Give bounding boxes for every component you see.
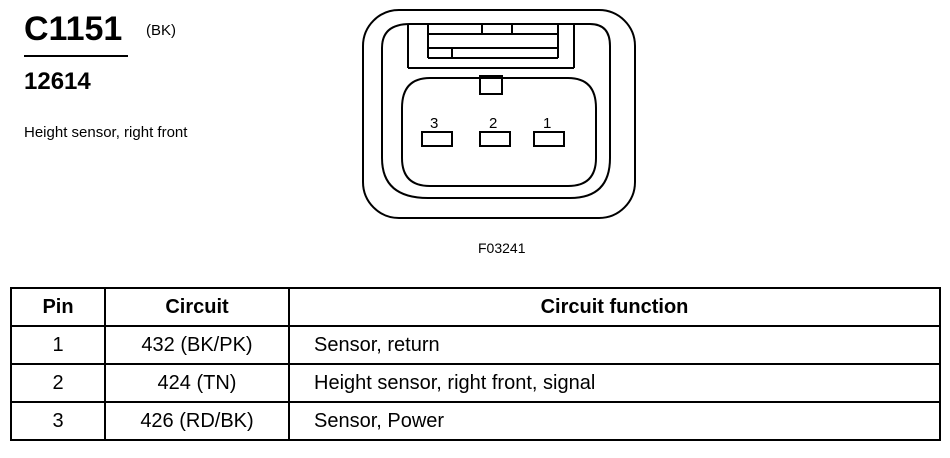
connector-color: (BK) [146, 22, 176, 39]
connector-id-underline [24, 55, 128, 57]
pin-2-terminal [479, 131, 511, 147]
cell-function: Sensor, return [288, 325, 941, 365]
connector-id: C1151 [24, 10, 123, 48]
connector-latch [407, 24, 575, 95]
cell-pin: 2 [10, 363, 106, 403]
table-row: 3 426 (RD/BK) Sensor, Power [10, 401, 941, 441]
cell-function: Height sensor, right front, signal [288, 363, 941, 403]
header-pin: Pin [10, 287, 106, 327]
cell-circuit: 424 (TN) [104, 363, 290, 403]
cell-function: Sensor, Power [288, 401, 941, 441]
pinout-table: Pin Circuit Circuit function 1 432 (BK/P… [10, 287, 941, 441]
connector-outer-housing [362, 9, 636, 219]
cell-pin: 1 [10, 325, 106, 365]
cell-circuit: 432 (BK/PK) [104, 325, 290, 365]
pin-1-label: 1 [543, 115, 551, 132]
cell-circuit: 426 (RD/BK) [104, 401, 290, 441]
header-circuit: Circuit [104, 287, 290, 327]
table-row: 1 432 (BK/PK) Sensor, return [10, 325, 941, 365]
connector-description: Height sensor, right front [24, 124, 188, 141]
pin-3-terminal [421, 131, 453, 147]
connector-pin-cavity [401, 77, 597, 187]
part-number: 12614 [24, 68, 91, 95]
cell-pin: 3 [10, 401, 106, 441]
figure-reference: F03241 [478, 240, 526, 256]
connector-face-diagram: 3 2 1 [362, 9, 636, 219]
pin-3-label: 3 [430, 115, 438, 132]
table-row: 2 424 (TN) Height sensor, right front, s… [10, 363, 941, 403]
pin-2-label: 2 [489, 115, 497, 132]
table-header-row: Pin Circuit Circuit function [10, 287, 941, 327]
header-circuit-function: Circuit function [288, 287, 941, 327]
connector-inner-shroud [381, 23, 611, 199]
pin-1-terminal [533, 131, 565, 147]
